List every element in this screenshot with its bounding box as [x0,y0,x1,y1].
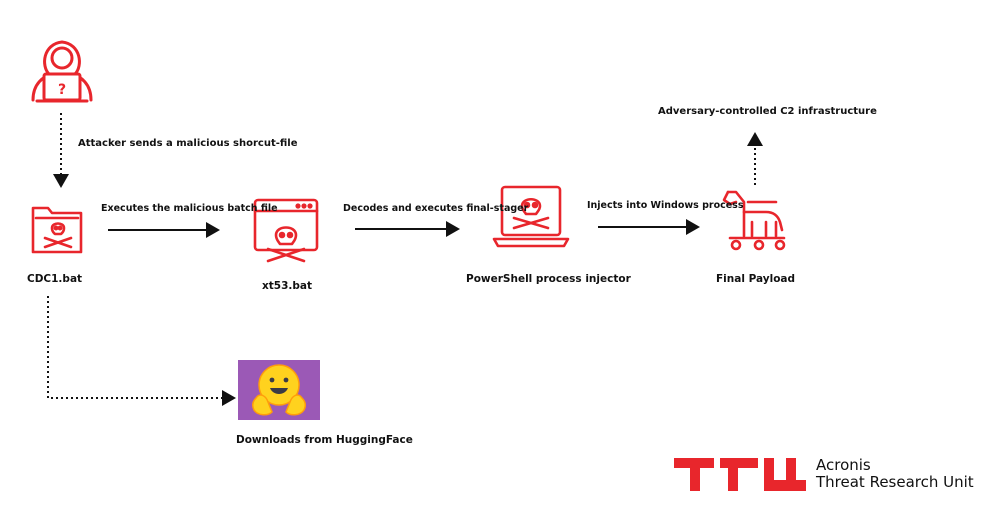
node-label-payload: Final Payload [716,273,796,285]
trojan-horse-icon [722,190,786,251]
brand-line-1: Acronis [816,456,871,474]
acronis-brand-text: Acronis Threat Research Unit [816,457,974,491]
node-label-huggingface: Downloads from HuggingFace [236,434,413,446]
hugging-face-emoji-icon [238,360,320,420]
node-label-injector: PowerShell process injector [466,273,631,285]
hacker-laptop-icon: ? [31,40,93,103]
edge-label-payload-to-c2: Adversary-controlled C2 infrastructure [658,106,877,117]
skull-laptop-icon [492,185,570,248]
skull-folder-icon [31,206,83,254]
node-label-cdc1: CDC1.bat [27,273,83,285]
acronis-tru-logo [674,458,806,491]
brand-line-2: Threat Research Unit [816,473,974,491]
node-label-xt53: xt53.bat [262,280,313,292]
skull-window-icon [253,198,319,263]
edge-label-xt53-to-injector: Decodes and executes final-stager [343,203,529,214]
edge-label-attacker-to-cdc1: Attacker sends a malicious shorcut-file [78,138,298,149]
arrow-cdc1-to-huggingface [47,296,236,406]
svg-text:?: ? [58,82,66,98]
edge-label-injector-to-payload: Injects into Windows process [587,200,744,211]
edge-label-cdc1-to-xt53: Executes the malicious batch file [101,203,278,214]
